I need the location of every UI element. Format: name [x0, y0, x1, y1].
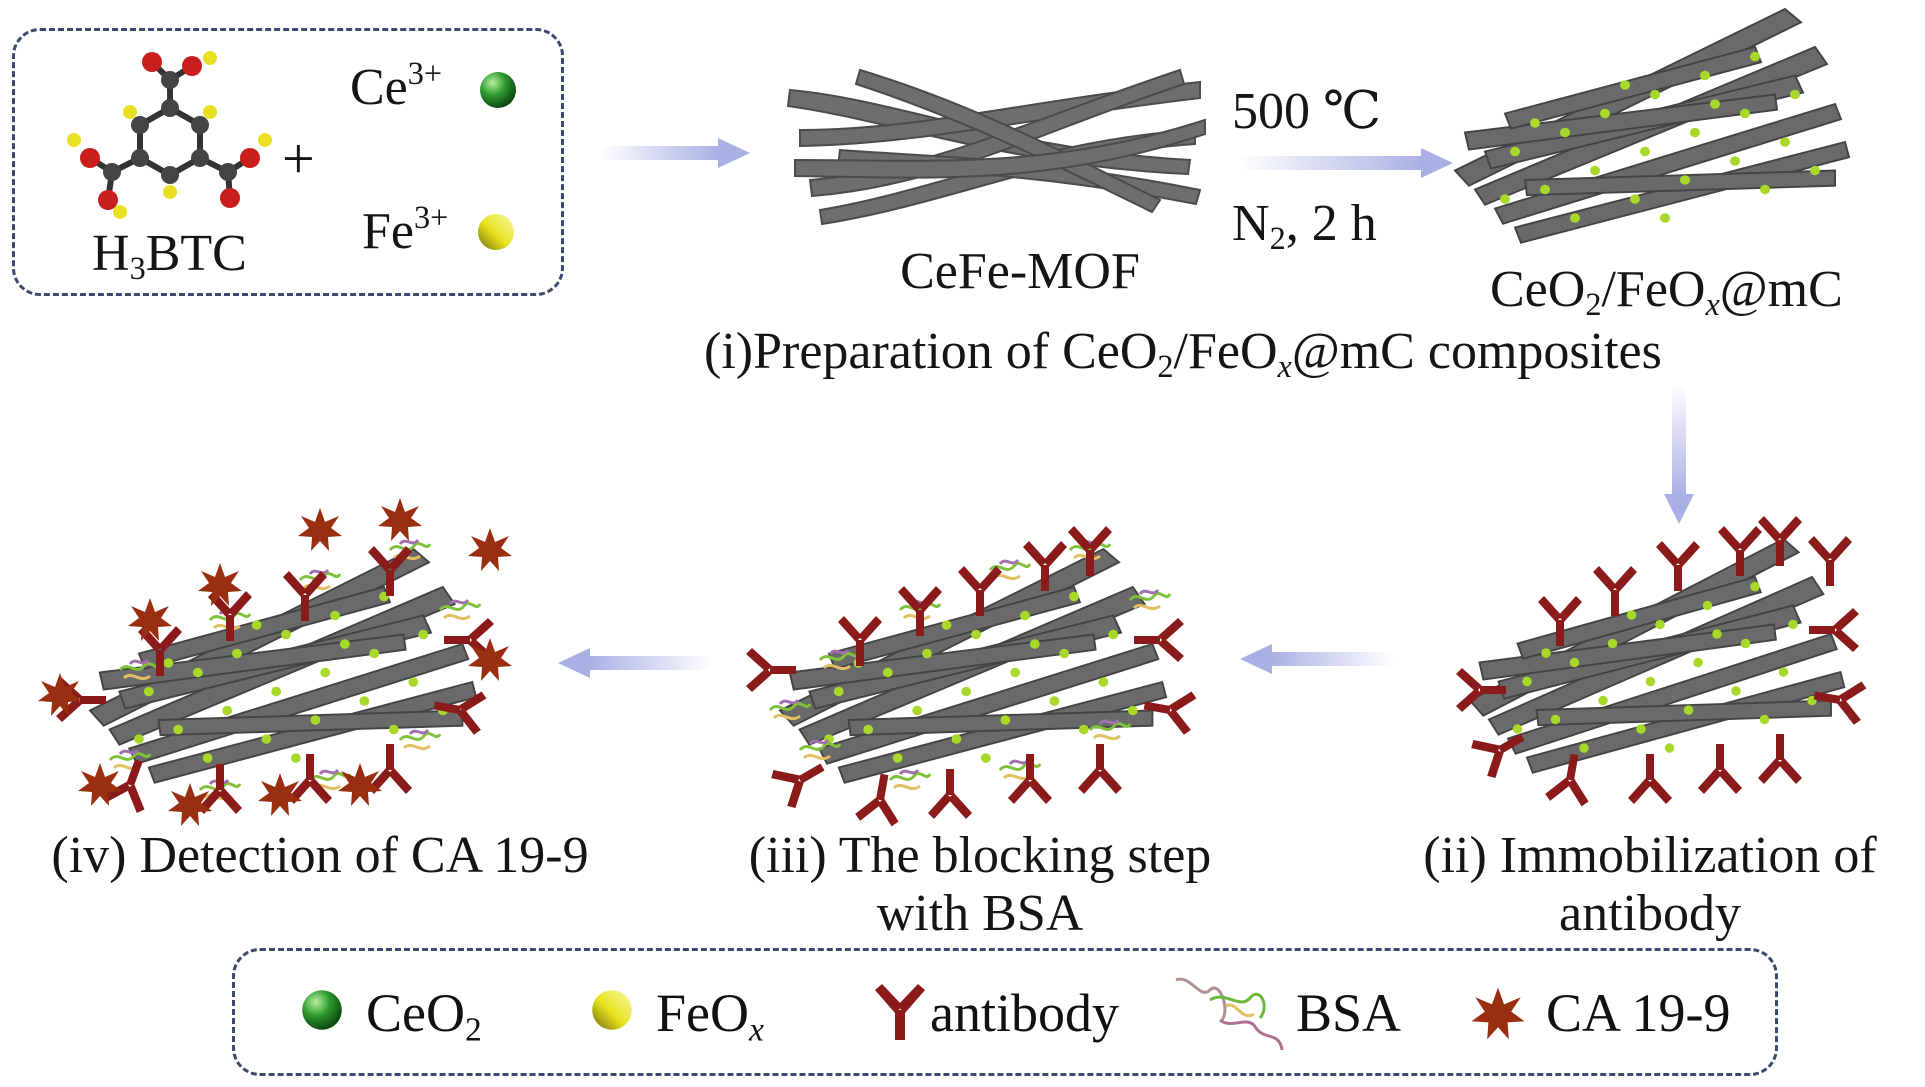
step4-label: (iv) Detection of CA 19-9	[51, 827, 589, 884]
arrow-left-icon	[558, 648, 713, 678]
cefe-mof-label: CeFe-MOF	[900, 243, 1140, 300]
h3btc-molecule-icon	[67, 51, 272, 219]
plus-sign: +	[282, 126, 315, 191]
legend-ceo2-label: CeO2	[366, 983, 482, 1049]
arrow-right-icon	[600, 138, 750, 168]
antibody-immobilized-bundle	[1456, 516, 1868, 808]
legend-ca199-label: CA 19-9	[1546, 983, 1731, 1043]
ceo2-feox-mc-label: CeO2/FeOx@mC	[1490, 261, 1843, 323]
legend-feox-label: FeOx	[656, 983, 764, 1049]
fe3-label: Fe3+	[362, 199, 449, 260]
feox-sphere-icon	[478, 214, 514, 250]
bsa-icon	[1175, 977, 1284, 1051]
arrow-left-icon	[1240, 644, 1395, 674]
ca199-antigen-icon	[1471, 987, 1525, 1040]
condition-atmosphere: N2, 2 h	[1232, 195, 1377, 257]
ca199-detection-bundle	[38, 498, 512, 826]
feox-sphere-icon	[592, 990, 632, 1030]
ceo2-feox-mc-bundle	[1454, 8, 1850, 244]
ce3-label: Ce3+	[350, 55, 443, 116]
ceo2-sphere-icon	[302, 990, 342, 1030]
arrow-right-icon	[1238, 148, 1453, 178]
legend-antibody-label: antibody	[930, 983, 1119, 1043]
cefe-mof-bundle	[786, 68, 1206, 226]
reactants-box	[12, 28, 564, 296]
legend-bsa-label: BSA	[1296, 983, 1402, 1043]
bsa-blocked-bundle	[746, 526, 1198, 828]
arrow-down-icon	[1664, 384, 1694, 524]
antibody-icon	[875, 984, 925, 1040]
h3btc-label: H3BTC	[92, 225, 247, 287]
step1-title: (i)Preparation of CeO2/FeOx@mC composite…	[704, 323, 1662, 385]
legend-box	[232, 948, 1778, 1076]
ceo2-sphere-icon	[480, 72, 516, 108]
condition-temperature: 500 ℃	[1232, 83, 1382, 140]
